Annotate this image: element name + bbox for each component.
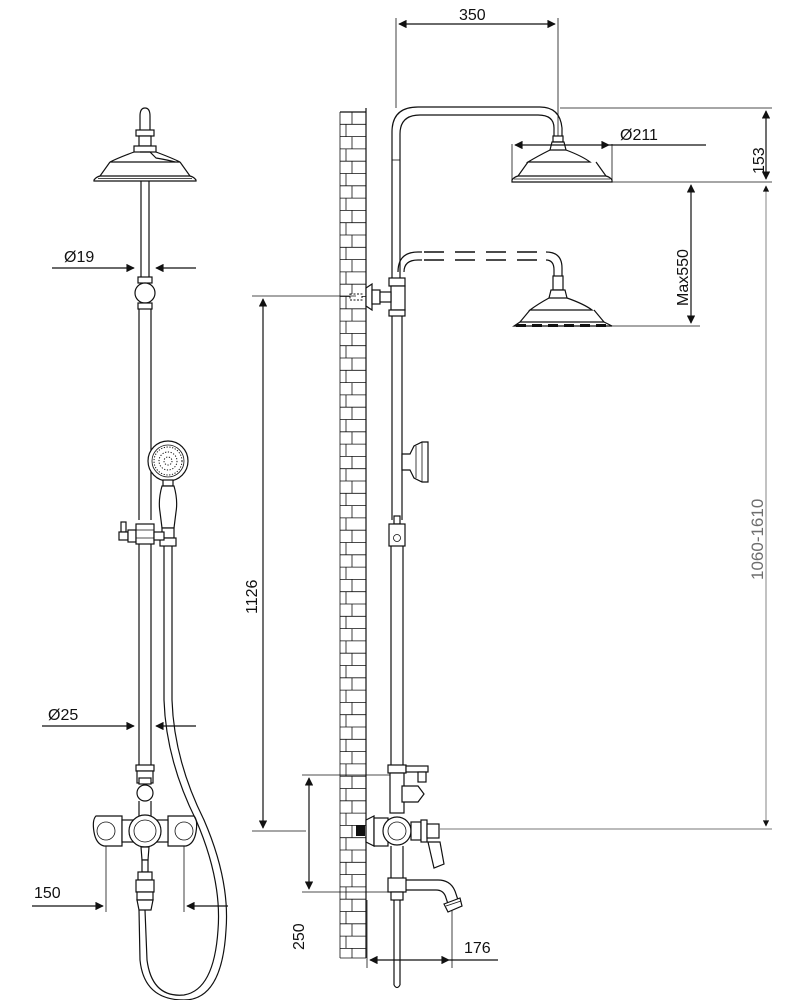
dim-column-range-label: 1060-1610 [748, 499, 767, 580]
hose [138, 546, 228, 1000]
dim-lower-pipe-diameter: Ø25 [42, 707, 196, 731]
dim-arm-reach-label: 350 [459, 7, 486, 24]
lower-riser [135, 544, 155, 816]
dim-riser-diameter: Ø19 [52, 249, 196, 273]
rain-head-front [93, 151, 197, 182]
dim-bracket-height: 1126 [244, 295, 356, 832]
side-view: 350 Ø211 153 Max550 1060-1610 [244, 7, 772, 989]
dim-spout-height-label: 250 [291, 923, 308, 950]
dim-riser-diameter-label: Ø19 [64, 249, 94, 266]
dim-lower-pipe-diameter-label: Ø25 [48, 707, 78, 724]
hand-shower [147, 440, 189, 547]
front-view: Ø19 Ø25 150 [32, 107, 228, 1000]
upper-riser [134, 181, 156, 520]
finial [133, 107, 157, 153]
dim-mixer-centres: 150 [32, 846, 228, 912]
dim-head-height-label: 153 [751, 147, 768, 174]
lowered-head-position [397, 251, 613, 327]
mixer-front [92, 814, 198, 911]
dim-head-height: 153 [560, 107, 772, 183]
dim-bracket-height-label: 1126 [244, 579, 261, 614]
dim-head-drop: Max550 [612, 184, 700, 327]
dim-head-diameter-label: Ø211 [620, 127, 658, 144]
brick-wall [339, 108, 367, 959]
lowered-head-nozzles [516, 324, 606, 327]
dim-spout-projection-label: 176 [464, 940, 491, 957]
dim-head-drop-label: Max550 [675, 249, 692, 306]
shower-arm [391, 106, 563, 280]
dim-arm-reach: 350 [395, 7, 559, 136]
slider-bracket [118, 521, 165, 545]
dim-spout-height: 250 [291, 774, 390, 950]
dim-head-diameter: Ø211 [511, 127, 706, 180]
dim-mixer-centres-label: 150 [34, 885, 61, 902]
rain-head-side [511, 135, 613, 183]
dim-spout-projection: 176 [366, 900, 498, 968]
column-side [349, 277, 463, 989]
dim-column-range: 1060-1610 [440, 185, 772, 830]
